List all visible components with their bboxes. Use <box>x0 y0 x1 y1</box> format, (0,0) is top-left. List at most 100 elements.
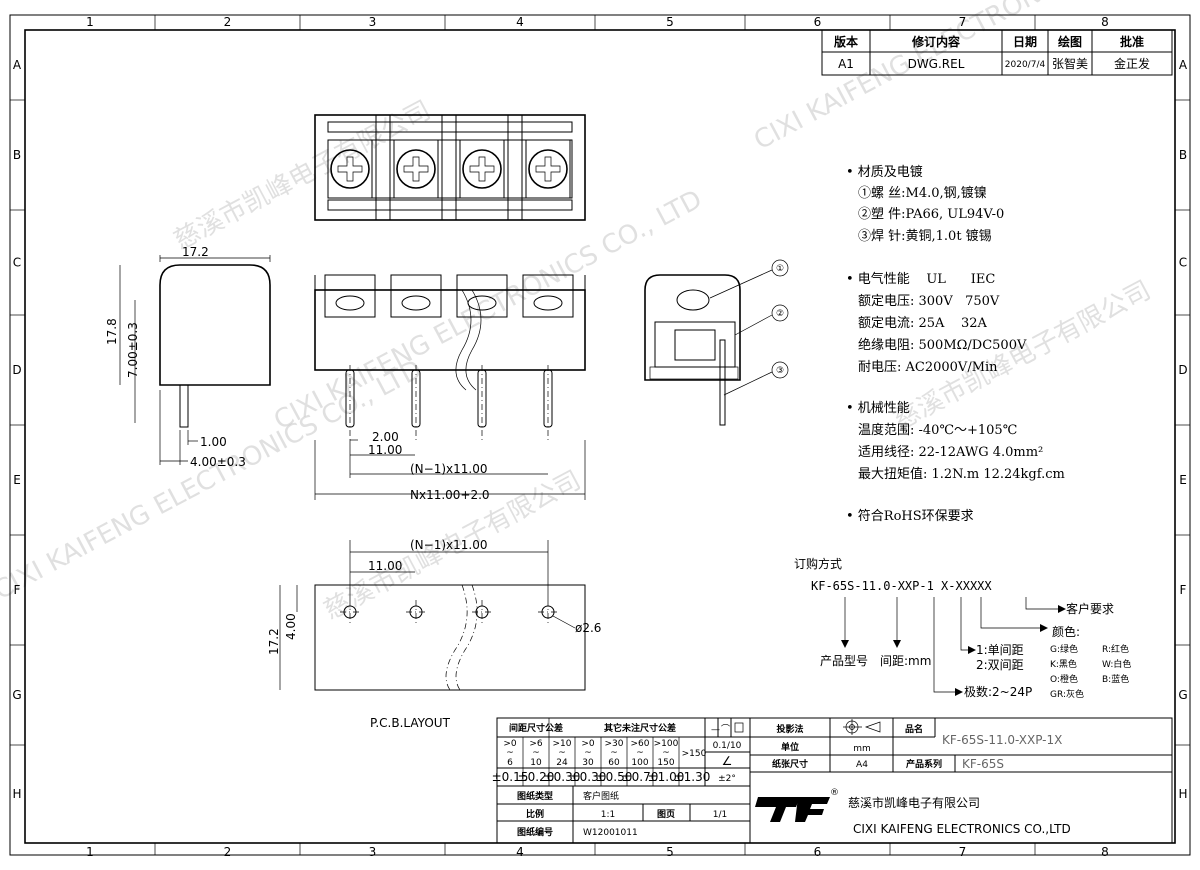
svg-text:• 机械性能: • 机械性能 <box>846 401 910 416</box>
svg-text:日期: 日期 <box>1013 34 1037 49</box>
svg-text:张智美: 张智美 <box>1052 56 1088 71</box>
screw-head-icon <box>330 149 370 189</box>
svg-text:>150: >150 <box>682 749 707 759</box>
svg-text:mm: mm <box>853 744 871 754</box>
column-label: 6 <box>814 845 822 859</box>
svg-text:2.00: 2.00 <box>372 430 399 444</box>
profile-symbol: ⌒ <box>721 724 730 735</box>
tolerance-value: ±0.30 <box>544 770 581 784</box>
range-min: >100 <box>654 739 679 749</box>
flatness-symbol <box>734 722 744 733</box>
tolerance-value: ±0.15 <box>492 770 529 784</box>
screw-head-icon <box>462 149 502 189</box>
specifications: • 材质及电镀 ①螺 丝:M4.0,钢,镀镍 ②塑 件:PA66, UL94V-… <box>846 164 1065 524</box>
side-view: 17.2 17.8 7.00±0.3 1.00 4.00±0.3 <box>105 245 271 469</box>
straightness-symbol: — <box>711 725 720 735</box>
svg-text:额定电压: 300V 750V: 额定电压: 300V 750V <box>858 294 1000 309</box>
tolerance-value: ±1.00 <box>648 770 685 784</box>
row-label: F <box>14 583 21 597</box>
range-max: 30 <box>582 758 594 768</box>
svg-text:W:白色: W:白色 <box>1102 658 1131 670</box>
svg-text:②塑 件:PA66, UL94V-0: ②塑 件:PA66, UL94V-0 <box>858 207 1004 222</box>
svg-text:投影法: 投影法 <box>776 723 803 735</box>
svg-text:其它未注尺寸公差: 其它未注尺寸公差 <box>604 722 676 734</box>
svg-text:产品系列: 产品系列 <box>906 758 942 770</box>
range-min: >0 <box>503 739 517 749</box>
row-label: E <box>1179 473 1187 487</box>
tolerance-value: ±1.30 <box>674 770 711 784</box>
row-label: C <box>1179 256 1187 270</box>
svg-text:17.2: 17.2 <box>267 628 281 655</box>
column-label: 4 <box>516 845 524 859</box>
svg-text:间距:mm: 间距:mm <box>880 654 931 668</box>
svg-text:图纸编号: 图纸编号 <box>517 826 553 838</box>
svg-text:修订内容: 修订内容 <box>911 34 960 49</box>
svg-text:CIXI KAIFENG ELECTRONICS CO.,: CIXI KAIFENG ELECTRONICS CO., LTD <box>0 354 427 606</box>
column-label: 2 <box>224 845 232 859</box>
svg-text:温度范围: -40℃～+105℃: 温度范围: -40℃～+105℃ <box>858 422 1017 438</box>
svg-text:慈溪市凯峰电子有限公司: 慈溪市凯峰电子有限公司 <box>169 95 436 256</box>
svg-text:• 材质及电镀: • 材质及电镀 <box>846 164 923 180</box>
watermark: 慈溪市凯峰电子有限公司 CIXI KAIFENG ELECTRONICS CO.… <box>0 0 1187 626</box>
svg-text:Nx11.00+2.0: Nx11.00+2.0 <box>410 488 490 502</box>
svg-text:耐电压: AC2000V/Min: 耐电压: AC2000V/Min <box>858 360 998 375</box>
svg-text:③: ③ <box>776 366 784 376</box>
svg-text:①螺 丝:M4.0,钢,镀镍: ①螺 丝:M4.0,钢,镀镍 <box>858 185 987 201</box>
column-label: 3 <box>369 845 377 859</box>
company-logo <box>755 797 830 822</box>
top-view <box>314 114 586 221</box>
svg-text:单位: 单位 <box>781 741 799 753</box>
svg-text:4.00±0.3: 4.00±0.3 <box>190 455 246 469</box>
svg-text:极数:2~24P: 极数:2~24P <box>964 684 1032 699</box>
svg-text:4.00: 4.00 <box>284 613 298 640</box>
range-sep: ~ <box>662 748 670 758</box>
column-label: 4 <box>516 15 524 29</box>
svg-text:K:黑色: K:黑色 <box>1050 658 1077 670</box>
svg-text:品名: 品名 <box>905 723 923 735</box>
column-label: 8 <box>1101 845 1109 859</box>
row-label: F <box>1180 583 1187 597</box>
svg-text:金正发: 金正发 <box>1114 56 1150 71</box>
svg-text:17.2: 17.2 <box>182 245 209 259</box>
column-label: 1 <box>86 845 94 859</box>
range-max: 24 <box>556 758 568 768</box>
svg-text:绝缘电阻: 500MΩ/DC500V: 绝缘电阻: 500MΩ/DC500V <box>858 337 1027 353</box>
range-min: >60 <box>631 739 650 749</box>
svg-text:版本: 版本 <box>834 34 858 49</box>
svg-text:A1: A1 <box>838 57 854 71</box>
range-sep: ~ <box>558 748 566 758</box>
row-label: E <box>13 473 21 487</box>
tolerance-value: ±0.50 <box>596 770 633 784</box>
svg-text:• 电气性能 UL IEC: • 电气性能 UL IEC <box>846 271 995 287</box>
column-label: 6 <box>814 15 822 29</box>
svg-text:ø2.6: ø2.6 <box>575 621 601 635</box>
row-label: D <box>1178 363 1187 377</box>
ordering-code: 订购方式 KF-65S-11.0-XXP-1 X-XXXXX 客户要求 颜色: … <box>794 556 1131 700</box>
range-min: >6 <box>529 739 543 749</box>
screw-head-icon <box>396 149 436 189</box>
svg-text:客户图纸: 客户图纸 <box>583 790 619 802</box>
column-label: 1 <box>86 15 94 29</box>
svg-text:11.00: 11.00 <box>368 443 402 457</box>
svg-text:2020/7/4: 2020/7/4 <box>1005 60 1046 70</box>
svg-text:11.00: 11.00 <box>368 559 402 573</box>
column-label: 7 <box>959 845 967 859</box>
row-label: G <box>12 688 21 702</box>
svg-text:1:单间距: 1:单间距 <box>976 643 1024 657</box>
svg-text:R:红色: R:红色 <box>1102 643 1129 655</box>
svg-text:间距尺寸公差: 间距尺寸公差 <box>509 722 563 734</box>
row-label: H <box>1178 787 1187 801</box>
svg-text:• 符合RoHS环保要求: • 符合RoHS环保要求 <box>846 508 974 524</box>
svg-text:①: ① <box>776 264 784 274</box>
range-max: 6 <box>507 758 513 768</box>
svg-text:1.00: 1.00 <box>200 435 227 449</box>
svg-text:KF-65S-11.0-XXP-1 X-XXXXX: KF-65S-11.0-XXP-1 X-XXXXX <box>811 579 992 593</box>
range-min: >30 <box>605 739 624 749</box>
range-sep: ~ <box>636 748 644 758</box>
range-min: >0 <box>581 739 595 749</box>
svg-text:批准: 批准 <box>1120 34 1144 49</box>
range-max: 150 <box>657 758 674 768</box>
svg-text:B:蓝色: B:蓝色 <box>1102 673 1129 685</box>
